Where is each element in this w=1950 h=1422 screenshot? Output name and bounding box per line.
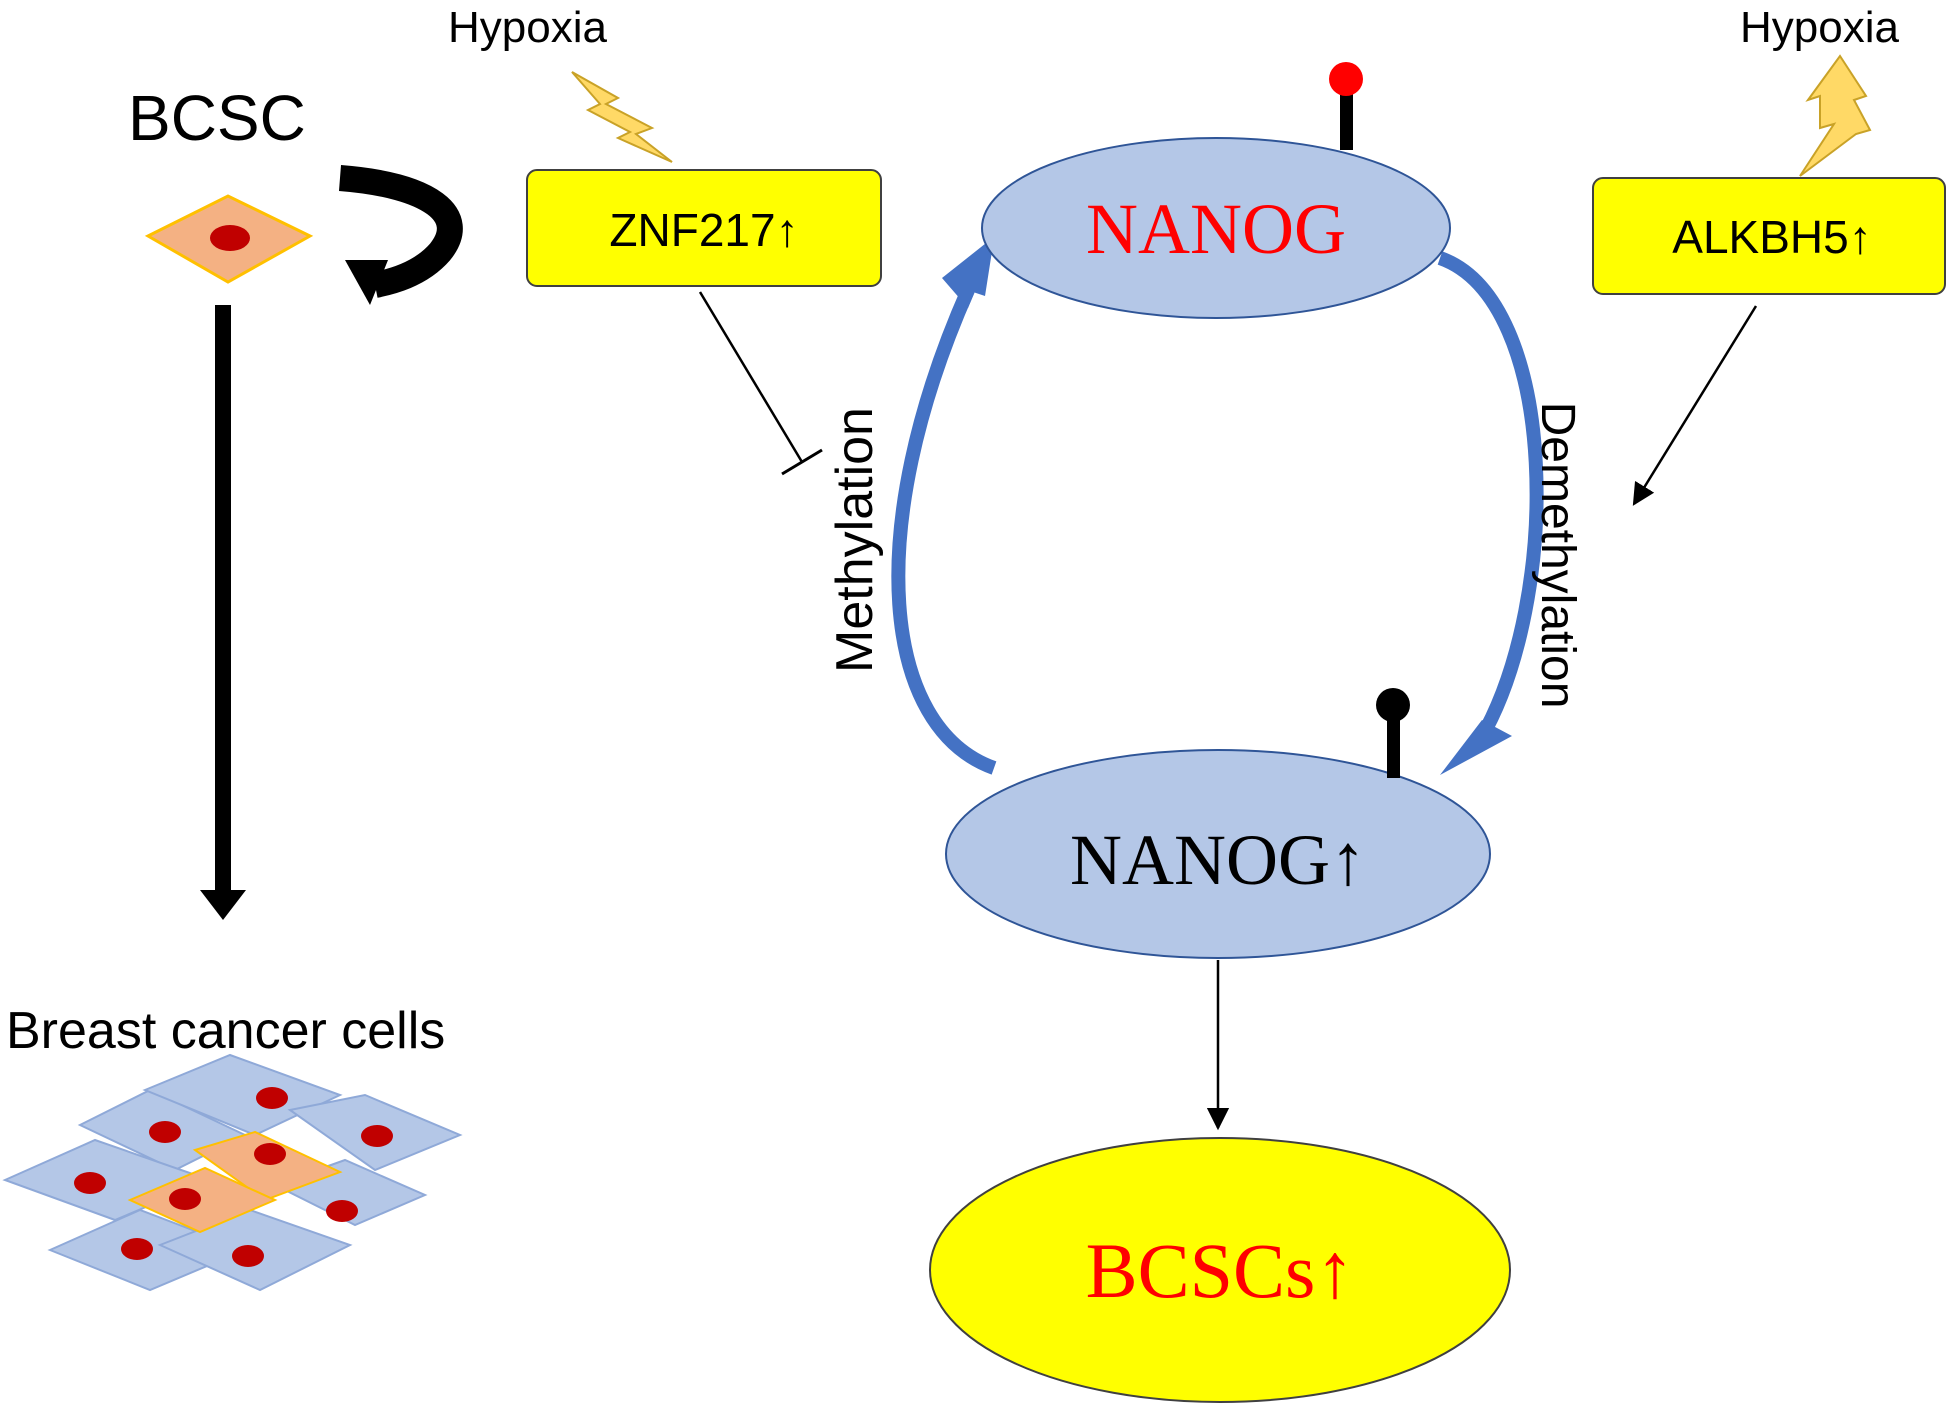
bcscs-node: BCSCs↑	[929, 1137, 1511, 1403]
hypoxia-left-label: Hypoxia	[448, 3, 607, 52]
hypoxia-right-label: Hypoxia	[1740, 3, 1899, 52]
methylation-label: Methylation	[826, 407, 884, 673]
circular-arrow-icon	[338, 165, 463, 305]
znf217-box: ZNF217↑	[526, 169, 882, 287]
bcsc-to-cells-arrow	[200, 305, 246, 920]
lightning-bolt-icon	[571, 71, 673, 163]
demethylation-arrow	[1437, 251, 1544, 775]
nanog-methylated-node: NANOG	[981, 137, 1451, 319]
alkbh5-activation-arrow	[1632, 305, 1758, 506]
breast-cancer-cells-cluster	[2, 1053, 463, 1292]
lightning-bolt-icon	[1799, 54, 1872, 177]
nanog-bottom-label: NANOG↑	[1070, 820, 1366, 900]
bcsc-label: BCSC	[128, 82, 306, 154]
nanog-demethylated-node: NANOG↑	[945, 749, 1491, 959]
bcscs-label: BCSCs↑	[1086, 1227, 1355, 1314]
lollipop-marker-icon	[1329, 62, 1363, 150]
znf217-inhibition-line	[698, 291, 823, 476]
methylation-arrow	[891, 232, 1000, 775]
bcsc-cell	[144, 194, 314, 284]
alkbh5-box: ALKBH5↑	[1592, 177, 1946, 295]
demethylation-label: Demethylation	[1531, 402, 1584, 709]
znf217-label: ZNF217↑	[609, 204, 798, 256]
lollipop-marker-icon	[1376, 688, 1410, 778]
nanog-top-label: NANOG	[1086, 189, 1346, 269]
alkbh5-label: ALKBH5↑	[1672, 211, 1871, 263]
breast-cancer-cells-label: Breast cancer cells	[6, 1002, 445, 1060]
